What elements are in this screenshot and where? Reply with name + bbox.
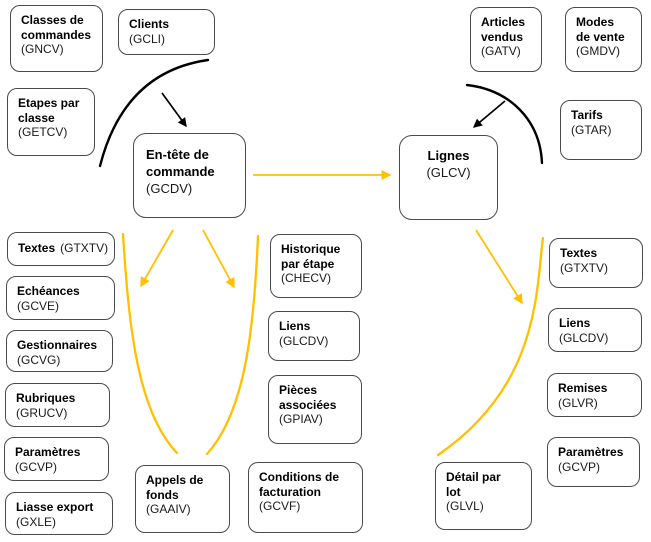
box-code: (GLCDV)	[279, 333, 329, 348]
box-entete-de-commande: En-tête de commande (GCDV)	[133, 133, 246, 218]
box-textes-gauche: Textes (GTXTV)	[7, 232, 115, 266]
box-code: (GRUCV)	[16, 405, 68, 420]
box-code: (GTXTV)	[60, 241, 109, 255]
box-code: (GATV)	[481, 44, 521, 58]
box-classes-de-commandes: Classes de commandes (GNCV)	[10, 5, 103, 72]
box-label: Détail par lot	[446, 470, 501, 499]
box-code: (GLVR)	[558, 395, 598, 410]
box-code: (GPIAV)	[279, 412, 323, 426]
box-articles-vendus: Articles vendus (GATV)	[470, 7, 542, 72]
box-label: Etapes par classe	[18, 96, 80, 125]
box-code: (GCVG)	[17, 352, 61, 367]
box-code: (GLCV)	[426, 165, 471, 180]
brace-left-group	[121, 232, 179, 455]
box-rubriques: Rubriques (GRUCV)	[5, 383, 110, 427]
box-code: (CHECV)	[281, 271, 331, 285]
arrow-lignes-to-right-group	[475, 229, 523, 305]
box-label: Historique par étape	[281, 242, 341, 271]
arrow-entete-to-left-group	[140, 229, 174, 288]
box-label: En-tête de commande	[146, 147, 215, 179]
box-textes-droite: Textes (GTXTV)	[549, 238, 643, 288]
box-liens-droite: Liens (GLCDV)	[548, 308, 642, 352]
box-label: Rubriques	[16, 391, 76, 405]
arc-top-left	[98, 58, 210, 168]
box-label: Paramètres	[15, 445, 81, 459]
brace-middle-group	[205, 234, 260, 456]
box-code: (GNCV)	[21, 42, 64, 56]
box-historique-par-etape: Historique par étape (CHECV)	[270, 234, 362, 298]
box-label: Lignes	[427, 148, 470, 163]
box-label: Classes de commandes	[21, 13, 92, 42]
box-parametres-gauche: Paramètres (GCVP)	[4, 437, 109, 481]
box-appels-de-fonds: Appels de fonds (GAAIV)	[135, 465, 230, 533]
box-code: (GETCV)	[18, 125, 68, 139]
box-label: Clients	[129, 17, 170, 31]
box-clients: Clients (GCLI)	[118, 9, 215, 55]
box-pieces-associees: Pièces associées (GPIAV)	[268, 375, 362, 444]
arrow-clients-to-entete	[161, 92, 187, 128]
box-label: Pièces associées	[279, 383, 337, 412]
box-parametres-droite: Paramètres (GCVP)	[547, 437, 640, 487]
arrow-articles-to-lignes	[472, 100, 506, 128]
box-code: (GCVP)	[558, 459, 600, 474]
box-label: Liens	[559, 316, 591, 330]
box-modes-de-vente: Modes de vente (GMDV)	[565, 7, 642, 72]
box-label: Gestionnaires	[17, 338, 98, 352]
box-label: Appels de fonds	[146, 473, 204, 502]
box-label: Modes de vente	[576, 15, 625, 44]
box-label: Echéances	[17, 284, 80, 298]
box-code: (GLCDV)	[559, 330, 609, 345]
box-liens-milieu: Liens (GLCDV)	[268, 311, 360, 361]
box-code: (GCDV)	[146, 181, 193, 196]
arrow-entete-to-middle-group	[202, 229, 235, 289]
box-label: Paramètres	[558, 445, 624, 459]
box-label: Articles vendus	[481, 15, 526, 44]
box-code: (GCVP)	[15, 459, 57, 474]
arc-top-right	[465, 83, 544, 165]
box-code: (GCVE)	[17, 298, 59, 313]
box-code: (GAAIV)	[146, 502, 191, 516]
box-label: Liasse export	[16, 500, 94, 514]
box-remises: Remises (GLVR)	[547, 373, 642, 417]
box-code: (GCLI)	[129, 31, 165, 46]
box-label: Liens	[279, 319, 311, 333]
box-code: (GTXTV)	[560, 260, 608, 275]
box-detail-par-lot: Détail par lot (GLVL)	[435, 462, 532, 530]
box-tarifs: Tarifs (GTAR)	[560, 100, 642, 160]
box-gestionnaires: Gestionnaires (GCVG)	[6, 330, 113, 372]
box-label: Textes	[560, 246, 598, 260]
box-code: (GXLE)	[16, 514, 57, 529]
box-code: (GLVL)	[446, 499, 484, 513]
box-lignes: Lignes (GLCV)	[399, 135, 498, 220]
box-label: Tarifs	[571, 108, 603, 122]
box-code: (GMDV)	[576, 44, 620, 58]
box-code: (GTAR)	[571, 122, 612, 137]
box-label: Remises	[558, 381, 608, 395]
box-label: Conditions de facturation	[259, 470, 339, 499]
brace-right-group	[436, 236, 545, 457]
box-etapes-par-classe: Etapes par classe (GETCV)	[7, 88, 95, 156]
box-label: Textes	[18, 241, 56, 255]
box-liasse-export: Liasse export (GXLE)	[5, 492, 113, 535]
box-conditions-de-facturation: Conditions de facturation (GCVF)	[248, 462, 363, 533]
box-code: (GCVF)	[259, 499, 301, 513]
box-echeances: Echéances (GCVE)	[6, 276, 115, 320]
